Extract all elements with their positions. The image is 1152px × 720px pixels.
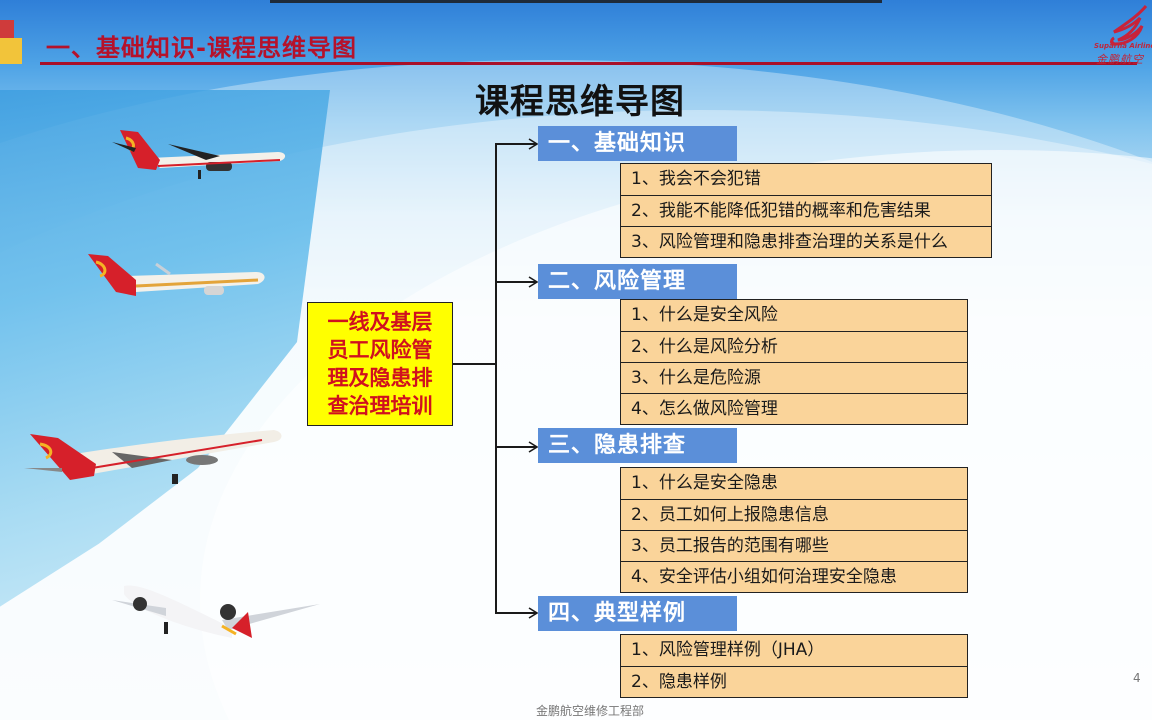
- logo-english-name: Suparna Airlines: [1094, 42, 1152, 50]
- page-number: 4: [1133, 671, 1141, 685]
- mindmap-title: 课程思维导图: [475, 82, 685, 122]
- list-item: 2、什么是风险分析: [621, 331, 967, 362]
- airplane-737-800-icon: [88, 254, 265, 296]
- list-item: 3、员工报告的范围有哪些: [621, 530, 967, 561]
- root-line-1: 一线及基层: [327, 310, 433, 334]
- list-item: 2、员工如何上报隐患信息: [621, 499, 967, 530]
- list-item: 3、风险管理和隐患排查治理的关系是什么: [621, 226, 991, 257]
- mindmap-root-node: 一线及基层 员工风险管 理及隐患排 查治理培训: [307, 302, 453, 426]
- list-item: 2、隐患样例: [621, 666, 967, 697]
- airline-logo-icon: [1110, 5, 1148, 46]
- list-item: 1、什么是安全风险: [631, 305, 778, 325]
- slide-header-title: 一、基础知识-课程思维导图: [46, 34, 357, 62]
- section-items-hazard-investigation: 1、什么是安全隐患 2、员工如何上报隐患信息 3、员工报告的范围有哪些 4、安全…: [620, 467, 968, 593]
- section-items-basics: 1、我会不会犯错 2、我能不能降低犯错的概率和危害结果 3、风险管理和隐患排查治…: [620, 163, 992, 258]
- list-item: 1、我会不会犯错: [631, 169, 761, 189]
- section-items-risk-management: 1、什么是安全风险 2、什么是风险分析 3、什么是危险源 4、怎么做风险管理: [620, 299, 968, 425]
- top-dark-bar: [270, 0, 882, 3]
- root-line-2: 员工风险管: [327, 338, 433, 362]
- arrow-icon: [495, 276, 539, 288]
- logo-chinese-name: 金鹏航空: [1096, 53, 1144, 66]
- airplane-787-icon: [112, 585, 320, 638]
- list-item: 4、怎么做风险管理: [621, 393, 967, 424]
- accent-square-red: [0, 20, 14, 38]
- section-header-hazard-investigation: 三、隐患排查: [538, 428, 737, 463]
- connector-trunk: [495, 143, 497, 613]
- list-item: 1、什么是安全隐患: [631, 473, 778, 493]
- list-item: 4、安全评估小组如何治理安全隐患: [621, 561, 967, 592]
- footer-text: 金鹏航空维修工程部: [536, 704, 645, 718]
- section-header-typical-examples: 四、典型样例: [538, 596, 737, 631]
- list-item: 1、风险管理样例（JHA）: [631, 640, 825, 660]
- list-item: 3、什么是危险源: [621, 362, 967, 393]
- section-header-risk-management: 二、风险管理: [538, 264, 737, 299]
- arrow-icon: [495, 607, 539, 619]
- section-header-basics: 一、基础知识: [538, 126, 737, 161]
- arrow-icon: [495, 441, 539, 453]
- header-divider: [40, 62, 1137, 65]
- root-line-4: 查治理培训: [327, 394, 433, 418]
- root-line-3: 理及隐患排: [327, 366, 433, 390]
- arrow-icon: [495, 138, 539, 150]
- accent-square-yellow: [0, 38, 22, 64]
- airplane-737-icon: [112, 130, 286, 179]
- connector-root: [453, 363, 497, 365]
- list-item: 2、我能不能降低犯错的概率和危害结果: [621, 195, 991, 226]
- section-items-typical-examples: 1、风险管理样例（JHA） 2、隐患样例: [620, 634, 968, 698]
- airplane-747-icon: [24, 430, 282, 484]
